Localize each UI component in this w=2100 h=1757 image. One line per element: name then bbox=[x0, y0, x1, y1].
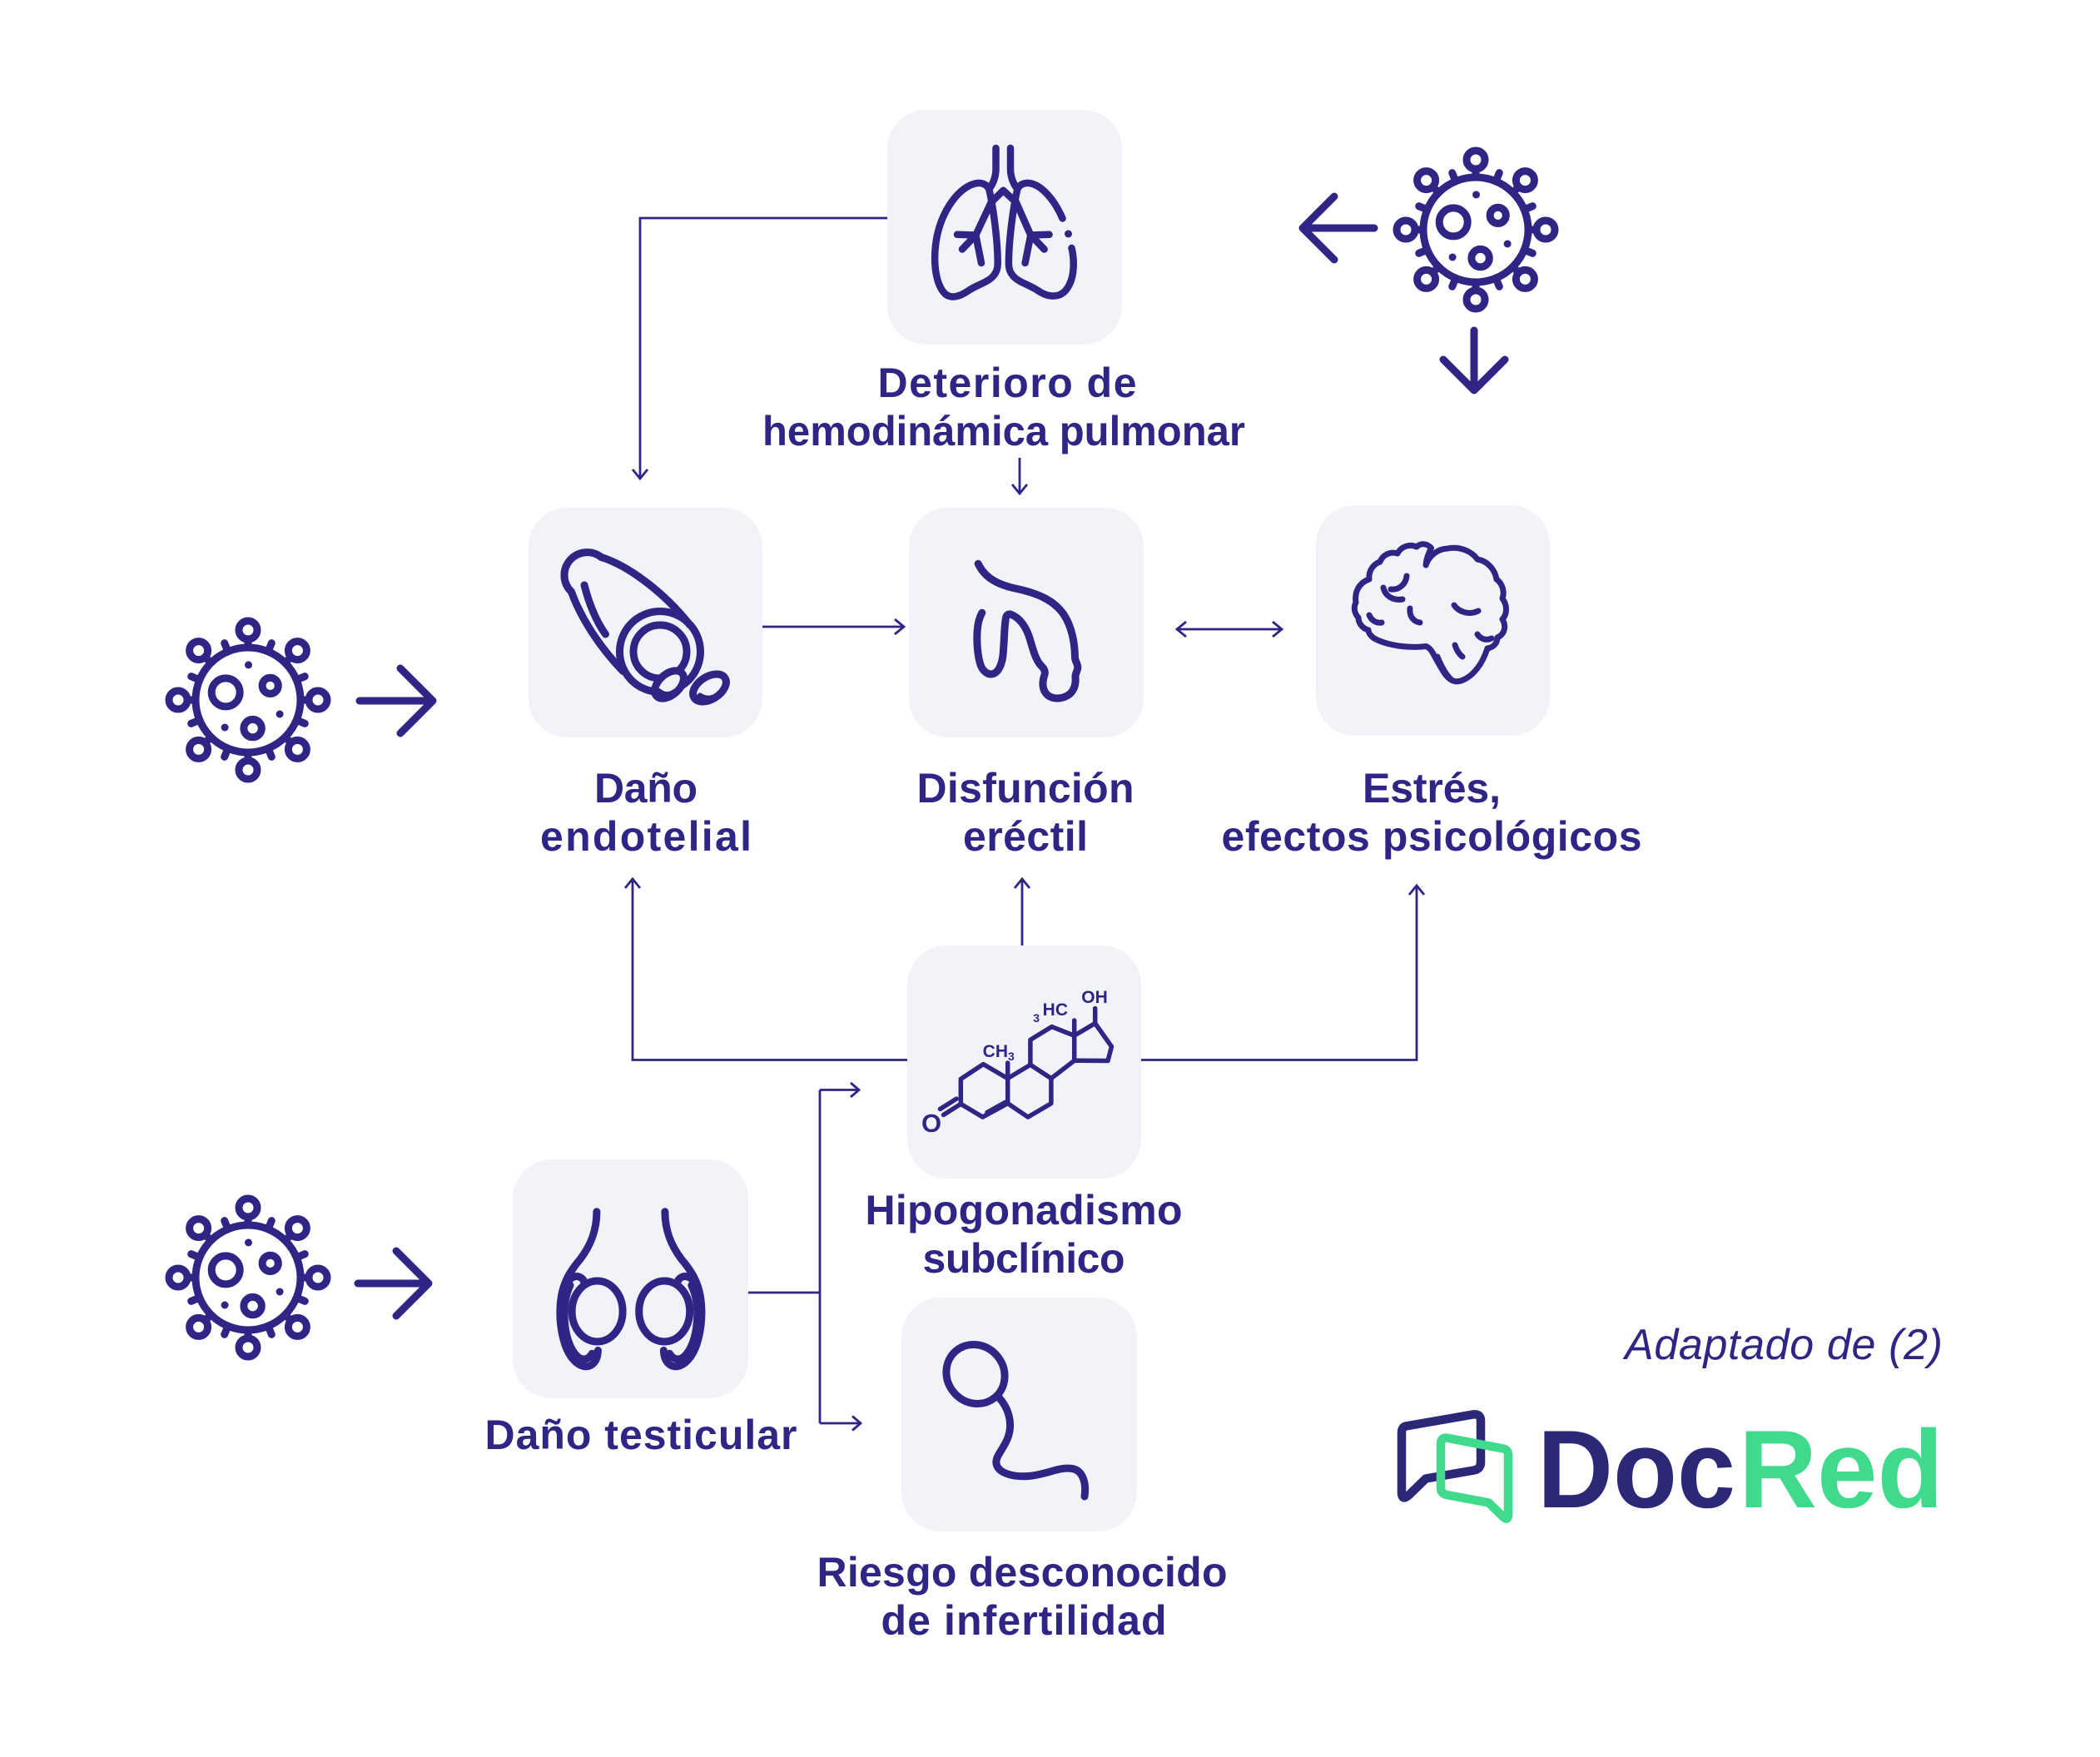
svg-text:eréctil: eréctil bbox=[963, 813, 1088, 860]
svg-text:de infertilidad: de infertilidad bbox=[881, 1597, 1167, 1644]
svg-text:Daño testicular: Daño testicular bbox=[485, 1412, 797, 1458]
svg-text:Doc: Doc bbox=[1537, 1408, 1735, 1531]
svg-text:Estrés,: Estrés, bbox=[1363, 765, 1501, 811]
svg-text:3: 3 bbox=[1033, 1011, 1040, 1025]
svg-text:subclínico: subclínico bbox=[923, 1235, 1125, 1282]
svg-text:Hipogonadismo: Hipogonadismo bbox=[866, 1187, 1183, 1233]
svg-text:OH: OH bbox=[1081, 988, 1108, 1007]
svg-text:O: O bbox=[921, 1109, 941, 1138]
svg-text:Daño: Daño bbox=[594, 765, 698, 811]
svg-text:3: 3 bbox=[1008, 1050, 1015, 1063]
svg-text:HC: HC bbox=[1043, 1000, 1068, 1020]
svg-text:Disfunción: Disfunción bbox=[917, 765, 1134, 811]
svg-text:Deterioro de: Deterioro de bbox=[878, 360, 1137, 406]
svg-text:Red: Red bbox=[1739, 1408, 1944, 1531]
svg-text:Riesgo desconocido: Riesgo desconocido bbox=[817, 1549, 1228, 1596]
svg-text:Adaptado de (2): Adaptado de (2) bbox=[1622, 1321, 1943, 1369]
svg-text:CH: CH bbox=[983, 1042, 1008, 1061]
svg-text:hemodinámica pulmonar: hemodinámica pulmonar bbox=[762, 408, 1245, 454]
svg-text:efectos psicológicos: efectos psicológicos bbox=[1222, 813, 1642, 860]
